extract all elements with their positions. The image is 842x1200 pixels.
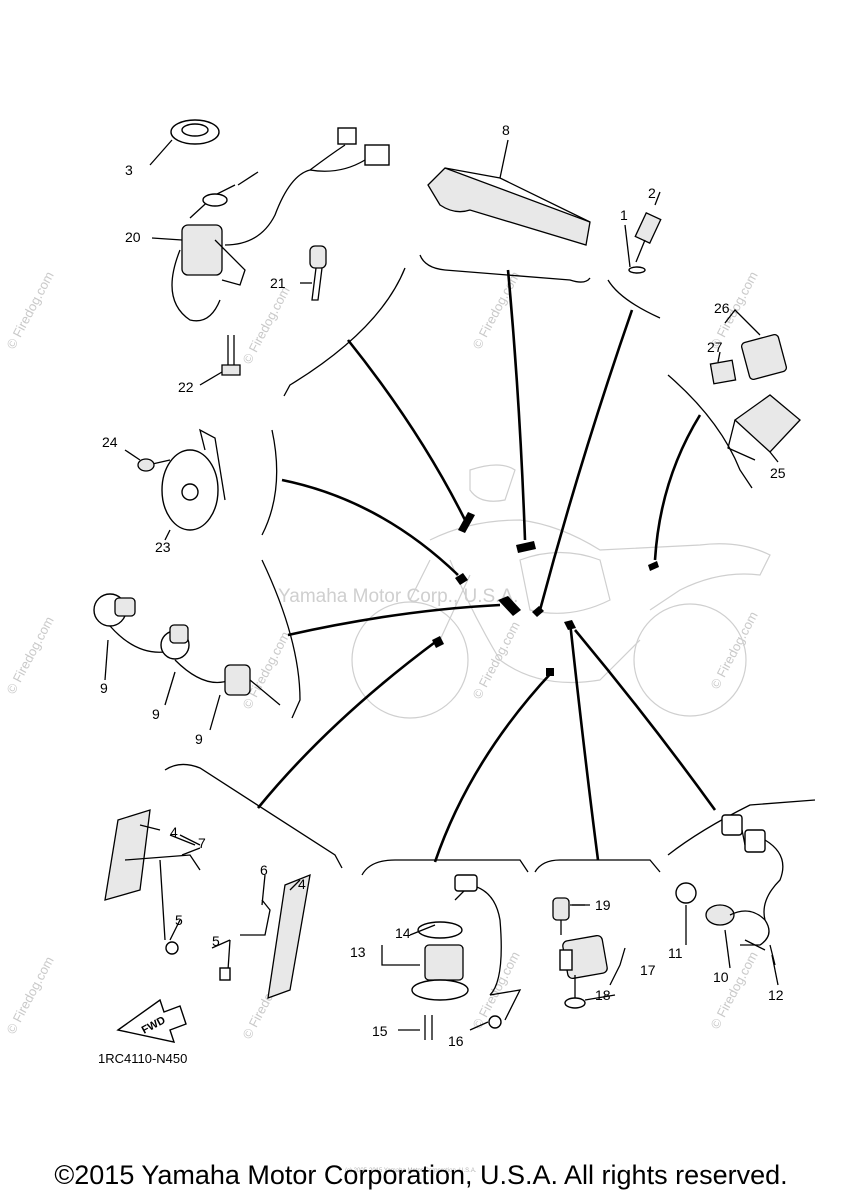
callout-3: 3: [125, 162, 133, 178]
gear-position-switch[interactable]: [552, 897, 608, 1009]
callout-9c: 9: [195, 731, 203, 747]
fwd-arrow: FWD: [116, 998, 187, 1043]
fine-print: (c) 2005-2015 Yamaha Motor Corporation, …: [345, 1168, 477, 1174]
bulb-sockets[interactable]: [93, 593, 281, 731]
reflector-brackets[interactable]: [104, 809, 311, 999]
watermark: © Firedog.com: [707, 609, 760, 691]
main-switch-assembly[interactable]: [149, 119, 390, 322]
callout-4b: 4: [298, 876, 306, 892]
speed-sensor[interactable]: [411, 874, 522, 1040]
relay-assembly[interactable]: [709, 309, 801, 463]
center-watermark: Yamaha Motor Corp., U.S.A.: [278, 586, 518, 607]
mounting-bolt[interactable]: [199, 335, 241, 386]
watermark: © Firedog.com: [707, 949, 760, 1031]
callout-21: 21: [270, 275, 286, 291]
callout-25: 25: [770, 465, 786, 481]
callout-18: 18: [595, 987, 611, 1003]
callout-4: 4: [170, 824, 178, 840]
callout-7: 7: [198, 835, 206, 851]
callout-17: 17: [640, 962, 656, 978]
callout-26: 26: [714, 300, 730, 316]
part-code: 1RC4110-N450: [98, 1051, 187, 1066]
callout-11: 11: [668, 945, 683, 961]
callout-24: 24: [102, 434, 118, 450]
callout-22: 22: [178, 379, 194, 395]
callout-2: 2: [648, 185, 656, 201]
key-blank[interactable]: [300, 245, 327, 301]
callout-23: 23: [155, 539, 171, 555]
callout-leaders: [139, 824, 779, 1031]
callout-20: 20: [125, 229, 141, 245]
copyright-footer: ©2015 Yamaha Motor Corporation, U.S.A. A…: [54, 1160, 788, 1190]
temperature-sensor[interactable]: [624, 191, 662, 274]
callout-15: 15: [372, 1023, 388, 1039]
callout-14: 14: [395, 925, 411, 941]
callout-13: 13: [350, 944, 366, 960]
motorcycle-outline: [351, 464, 771, 719]
watermark: © Firedog.com: [3, 614, 56, 696]
ecu-unit[interactable]: [427, 139, 591, 246]
callout-5: 5: [175, 912, 183, 928]
callout-19: 19: [595, 897, 611, 913]
watermark: © Firedog.com: [469, 619, 522, 701]
callout-8: 8: [502, 122, 510, 138]
watermark: © Firedog.com: [239, 284, 292, 366]
callout-6: 6: [260, 862, 268, 878]
callout-5b: 5: [212, 933, 220, 949]
horn[interactable]: [124, 428, 226, 541]
callout-numbers: 1 2 3 4 4 5 5 6 7 8 9 9 9 10 11 12 13 14…: [100, 122, 786, 1049]
callout-10: 10: [713, 969, 729, 985]
callout-1: 1: [620, 207, 628, 223]
neutral-switch[interactable]: [675, 814, 784, 966]
watermark: © Firedog.com: [3, 954, 56, 1036]
group-brackets: [164, 254, 816, 876]
callout-16: 16: [448, 1033, 464, 1049]
leader-wires: [256, 269, 717, 863]
callout-9b: 9: [152, 706, 160, 722]
watermark: © Firedog.com: [3, 269, 56, 351]
callout-27: 27: [707, 339, 723, 355]
callout-9a: 9: [100, 680, 108, 696]
callout-12: 12: [768, 987, 784, 1003]
